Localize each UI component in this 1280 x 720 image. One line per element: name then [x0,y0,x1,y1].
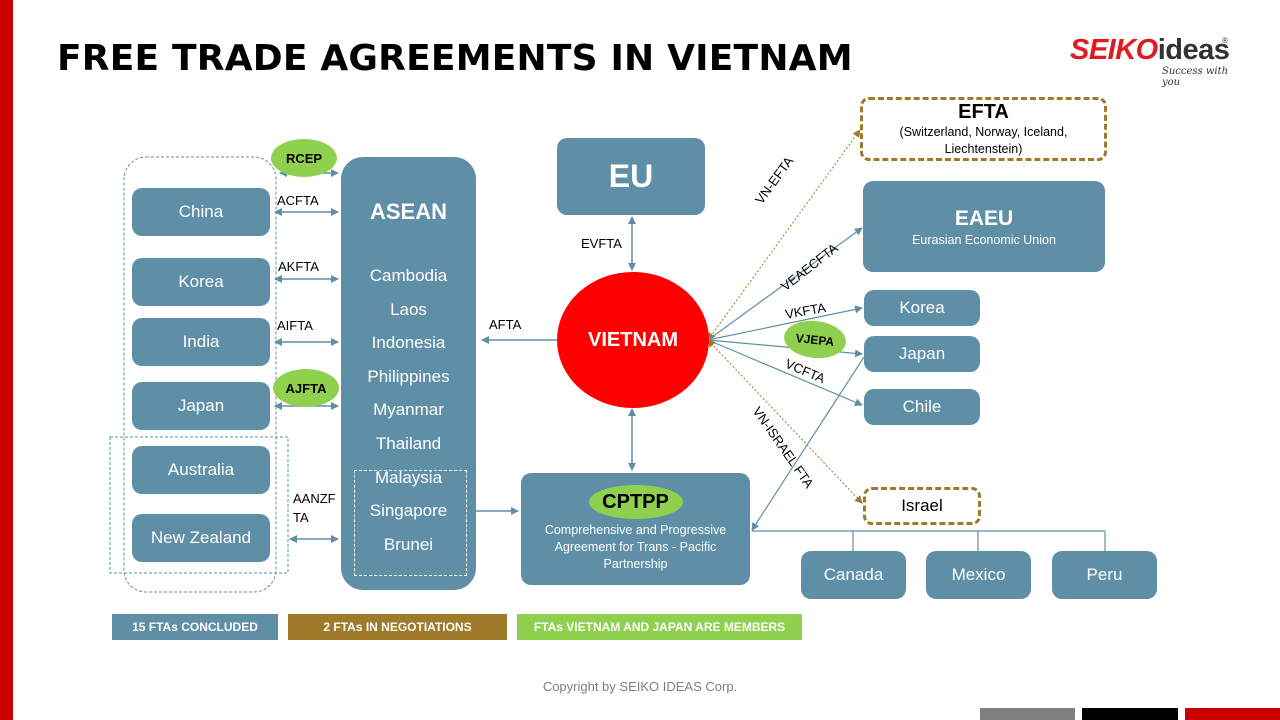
eu-box: EU [557,138,705,215]
page-title: FREE TRADE AGREEMENTS IN VIETNAM [57,38,853,79]
asean-member: Thailand [375,433,442,453]
asean-member: Cambodia [369,266,448,285]
asean-box: ASEAN Cambodia Laos Indonesia Philippine… [341,157,476,590]
efta-members: (Switzerland, Norway, Iceland, Liechtens… [899,124,1068,156]
cptpp-box: CPTPP Comprehensive and Progressive Agre… [521,473,750,585]
asean-member: Indonesia [371,333,446,353]
akfta-label: AKFTA [278,259,319,274]
partner-china: China [132,188,270,236]
copyright-footer: Copyright by SEIKO IDEAS Corp. [542,679,738,694]
cptpp-badge: CPTPP [588,485,683,519]
logo-brand-secondary: ideas [1157,34,1230,66]
eaeu-subtitle: Eurasian Economic Union [912,232,1056,247]
aanzfta-label-line1: AANZF [293,491,336,506]
company-logo: SEIKOideas ® Success with you [1070,34,1240,88]
japan-cptpp-line [751,356,865,531]
vietnam-node: VIETNAM [557,272,709,408]
partner-korea-bilateral: Korea [864,290,980,326]
partner-india: India [132,318,270,366]
asean-member: Malaysia [374,467,443,487]
vn-efta-line [707,129,861,341]
efta-title: EFTA [958,100,1009,123]
logo-tagline: Success with you [1162,66,1229,88]
asean-member: Philippines [367,366,450,386]
cptpp-member-peru: Peru [1052,551,1157,599]
vn-israel-line [707,339,863,504]
legend-members: FTAs VIETNAM AND JAPAN ARE MEMBERS [517,614,802,640]
partner-japan-bilateral: Japan [864,336,980,372]
rcep-badge: RCEP [271,139,337,177]
eaeu-title: EAEU [954,206,1014,230]
logo-brand-primary: SEIKO [1070,34,1158,66]
partner-japan: Japan [132,382,270,430]
legend-negotiations: 2 FTAs IN NEGOTIATIONS [288,614,507,640]
footer-bar-gray [980,708,1075,720]
ajfta-badge: AJFTA [273,369,339,407]
partner-israel: Israel [863,487,981,525]
asean-member: Laos [390,299,427,319]
asean-title: ASEAN [369,199,447,224]
partner-korea: Korea [132,258,270,306]
asean-member: Singapore [369,501,448,521]
eaeu-box: EAEU Eurasian Economic Union [863,181,1105,272]
asean-member: Brunei [383,534,434,554]
footer-bar-black [1082,708,1178,720]
accent-bar [0,0,13,720]
partner-australia: Australia [132,446,270,494]
aanzfta-label-line2: TA [293,510,309,525]
cptpp-member-mexico: Mexico [926,551,1031,599]
asean-cptpp-subgroup-outline [354,470,467,576]
efta-box: EFTA (Switzerland, Norway, Iceland, Liec… [860,97,1107,161]
registered-mark: ® [1222,36,1228,45]
aanzfta-group-outline [109,436,289,574]
evfta-label: EVFTA [581,236,622,251]
asean-member: Myanmar [373,400,444,420]
aifta-label: AIFTA [277,318,313,333]
afta-label: AFTA [489,317,522,332]
acfta-label: ACFTA [277,193,319,208]
footer-bar-red [1185,708,1280,720]
partner-chile: Chile [864,389,980,425]
partner-new-zealand: New Zealand [132,514,270,562]
vkfta-line [707,305,863,341]
veaecfta-line [707,227,863,341]
cptpp-member-canada: Canada [801,551,906,599]
rcep-group-outline [123,156,277,593]
legend-concluded: 15 FTAs CONCLUDED [112,614,278,640]
cptpp-description: Comprehensive and Progressive Agreement … [544,523,727,571]
